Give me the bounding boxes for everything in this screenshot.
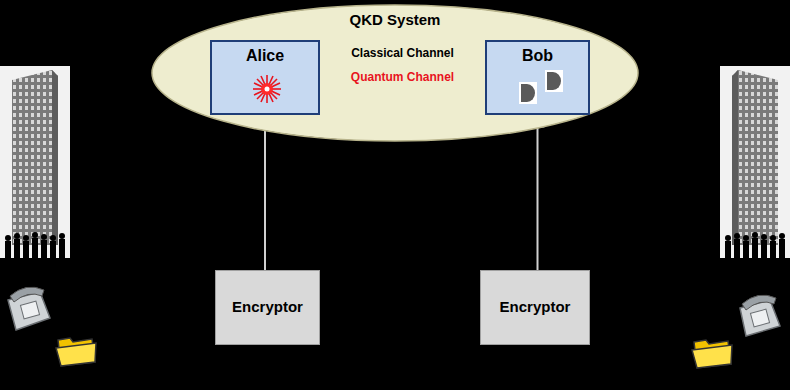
node-label: Encryptor	[216, 298, 319, 315]
channel-arrow	[537, 115, 539, 270]
folder-icon	[56, 338, 96, 366]
people-silhouettes	[0, 232, 70, 266]
encryptor-box: Encryptor	[215, 270, 320, 345]
office-building	[0, 66, 70, 266]
channel-label: Quantum Channel	[351, 70, 454, 84]
alice-box: Alice	[210, 40, 320, 115]
node-label: Alice	[212, 47, 318, 65]
telephone-icon	[740, 295, 780, 336]
bob-box: Bob	[485, 40, 590, 115]
photon-detector-icons	[517, 68, 567, 108]
encryptor-box: Encryptor	[480, 270, 590, 345]
node-label: Encryptor	[481, 298, 589, 315]
people-silhouettes	[720, 232, 790, 266]
node-label: Bob	[487, 47, 588, 65]
laser-icon	[252, 74, 282, 104]
office-building	[720, 66, 790, 266]
channel-label: Classical Channel	[351, 46, 454, 60]
node-label: QKD System	[150, 11, 640, 28]
channel-arrow	[264, 115, 266, 270]
telephone-icon	[8, 287, 50, 330]
folder-icon	[692, 340, 732, 368]
